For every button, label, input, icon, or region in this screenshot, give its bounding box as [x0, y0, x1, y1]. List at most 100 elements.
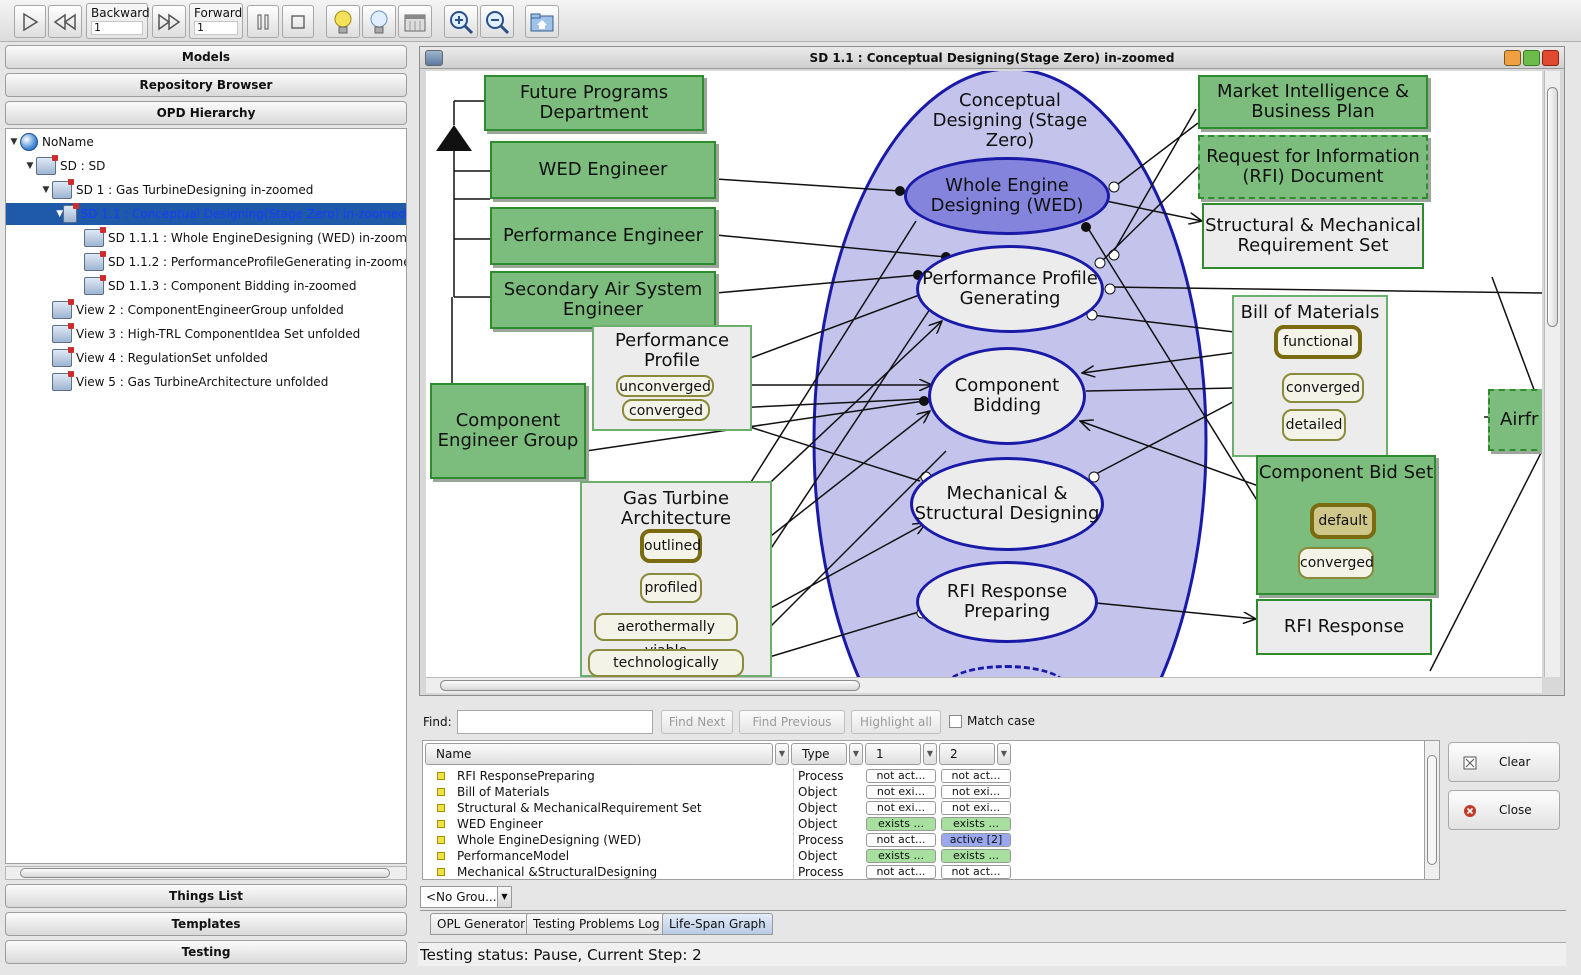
- tree-node-view3[interactable]: View 3 : High-TRL ComponentIdea Set unfo…: [52, 323, 360, 345]
- repository-browser-button[interactable]: Repository Browser: [5, 73, 407, 97]
- home-view-button[interactable]: [525, 5, 559, 38]
- state-aerothermally-viable[interactable]: aerothermally viable: [594, 613, 738, 659]
- backward-field[interactable]: Backward 1: [86, 3, 150, 39]
- state-technologically-viable[interactable]: technologically viable: [588, 649, 744, 677]
- state-unconverged[interactable]: unconverged: [616, 375, 714, 397]
- expand-toggle-icon[interactable]: ▼: [10, 137, 18, 147]
- find-input[interactable]: [457, 710, 653, 734]
- column-dropdown-icon[interactable]: ▼: [923, 743, 937, 765]
- expand-toggle-icon[interactable]: ▼: [42, 185, 50, 195]
- column-dropdown-icon[interactable]: ▼: [849, 743, 863, 765]
- play-button[interactable]: [14, 5, 46, 38]
- find-next-button[interactable]: Find Next: [661, 710, 733, 734]
- zoom-out-button[interactable]: [480, 5, 514, 38]
- row-step2-status[interactable]: exists ...: [941, 817, 1011, 831]
- tab-testing-problems-log[interactable]: Testing Problems Log: [526, 913, 667, 935]
- close-window-icon[interactable]: [1542, 50, 1559, 66]
- match-case-checkbox[interactable]: [949, 715, 962, 728]
- row-step1-status[interactable]: not exi...: [866, 801, 936, 815]
- row-step2-status[interactable]: active [2]: [941, 833, 1011, 847]
- state-outlined[interactable]: outlined: [640, 529, 702, 563]
- forward-value[interactable]: 1: [194, 21, 238, 35]
- calendar-button[interactable]: [398, 5, 432, 38]
- tree-node-noname[interactable]: ▼ NoName: [8, 131, 94, 153]
- state-converged[interactable]: converged: [622, 399, 710, 421]
- state-functional[interactable]: functional: [1274, 325, 1362, 359]
- clear-button[interactable]: Clear: [1448, 742, 1560, 782]
- step-backward-button[interactable]: [48, 5, 82, 38]
- highlight-all-button[interactable]: Highlight all: [851, 710, 941, 734]
- maximize-icon[interactable]: [1523, 50, 1540, 66]
- opd-hierarchy-button[interactable]: OPD Hierarchy: [5, 101, 407, 125]
- column-header-step2[interactable]: 2: [939, 743, 995, 765]
- tree-node-view5[interactable]: View 5 : Gas TurbineArchitecture unfolde…: [52, 371, 328, 393]
- state-detailed[interactable]: detailed: [1282, 409, 1346, 441]
- diagram-horizontal-scrollbar[interactable]: [426, 677, 1542, 693]
- column-dropdown-icon[interactable]: ▼: [775, 743, 789, 765]
- row-step2-status[interactable]: not exi...: [941, 785, 1011, 799]
- row-step1-status[interactable]: not act...: [866, 865, 936, 879]
- templates-button[interactable]: Templates: [5, 912, 407, 936]
- row-step1-status[interactable]: not act...: [866, 769, 936, 783]
- table-vertical-scrollbar[interactable]: [1424, 740, 1440, 880]
- scroll-thumb[interactable]: [1427, 755, 1437, 865]
- tree-node-sd1-1-3[interactable]: SD 1.1.3 : Component Bidding in-zoomed: [84, 275, 356, 297]
- bulb-off-button[interactable]: [362, 5, 396, 38]
- row-step2-status[interactable]: exists ...: [941, 849, 1011, 863]
- chevron-down-icon[interactable]: ▼: [497, 887, 511, 907]
- process-performance-profile-generating[interactable]: Performance Profile Generating: [916, 245, 1104, 333]
- rfi-response-object[interactable]: RFI Response: [1256, 599, 1432, 655]
- row-step2-status[interactable]: not exi...: [941, 801, 1011, 815]
- row-step2-status[interactable]: not act...: [941, 865, 1011, 879]
- state-default[interactable]: default: [1310, 503, 1376, 539]
- row-step1-status[interactable]: not act...: [866, 833, 936, 847]
- state-cbs-converged[interactable]: converged: [1298, 547, 1374, 579]
- row-step1-status[interactable]: exists ...: [866, 849, 936, 863]
- models-button[interactable]: Models: [5, 45, 407, 69]
- scroll-thumb[interactable]: [1547, 87, 1558, 327]
- market-intelligence-business-plan[interactable]: Market Intelligence & Business Plan: [1198, 75, 1428, 129]
- tree-node-view4[interactable]: View 4 : RegulationSet unfolded: [52, 347, 268, 369]
- step-forward-button[interactable]: [152, 5, 186, 38]
- secondary-air-system-engineer[interactable]: Secondary Air System Engineer: [490, 271, 716, 329]
- scroll-thumb[interactable]: [440, 680, 860, 691]
- row-step1-status[interactable]: not exi...: [866, 785, 936, 799]
- process-rfi-response-preparing[interactable]: RFI Response Preparing: [916, 561, 1098, 643]
- rfi-document[interactable]: Request for Information (RFI) Document: [1198, 135, 1428, 199]
- scroll-thumb[interactable]: [20, 868, 390, 878]
- performance-engineer[interactable]: Performance Engineer: [490, 207, 716, 265]
- group-select[interactable]: <No Grou... ▼: [420, 886, 512, 908]
- tree-horizontal-scrollbar[interactable]: [5, 866, 407, 880]
- tree-node-sd[interactable]: ▼ SD : SD: [24, 155, 105, 177]
- close-button[interactable]: Close: [1448, 790, 1560, 830]
- window-menu-icon[interactable]: [425, 50, 443, 66]
- future-programs-department[interactable]: Future Programs Department: [484, 75, 704, 131]
- expand-toggle-icon[interactable]: ▼: [56, 209, 64, 219]
- component-engineer-group[interactable]: Component Engineer Group: [430, 383, 586, 479]
- bulb-on-button[interactable]: [326, 5, 360, 38]
- tree-node-sd1[interactable]: ▼ SD 1 : Gas TurbineDesigning in-zoomed: [40, 179, 313, 201]
- tab-life-span-graph[interactable]: Life-Span Graph: [662, 913, 773, 935]
- backward-value[interactable]: 1: [91, 21, 143, 35]
- zoom-in-button[interactable]: [444, 5, 478, 38]
- column-header-step1[interactable]: 1: [865, 743, 921, 765]
- testing-button[interactable]: Testing: [5, 940, 407, 964]
- things-list-button[interactable]: Things List: [5, 884, 407, 908]
- tree-node-sd1-1-2[interactable]: SD 1.1.2 : PerformanceProfileGenerating …: [84, 251, 406, 273]
- tree-node-sd1-1-1[interactable]: SD 1.1.1 : Whole EngineDesigning (WED) i…: [84, 227, 406, 249]
- process-mechanical-structural-designing[interactable]: Mechanical & Structural Designing: [910, 457, 1104, 551]
- expand-toggle-icon[interactable]: ▼: [26, 161, 34, 171]
- state-bom-converged[interactable]: converged: [1282, 373, 1364, 403]
- forward-field[interactable]: Forward 1: [189, 3, 243, 39]
- state-profiled[interactable]: profiled: [640, 573, 702, 603]
- diagram-vertical-scrollbar[interactable]: [1544, 71, 1560, 677]
- pause-button[interactable]: [247, 5, 279, 38]
- column-dropdown-icon[interactable]: ▼: [997, 743, 1011, 765]
